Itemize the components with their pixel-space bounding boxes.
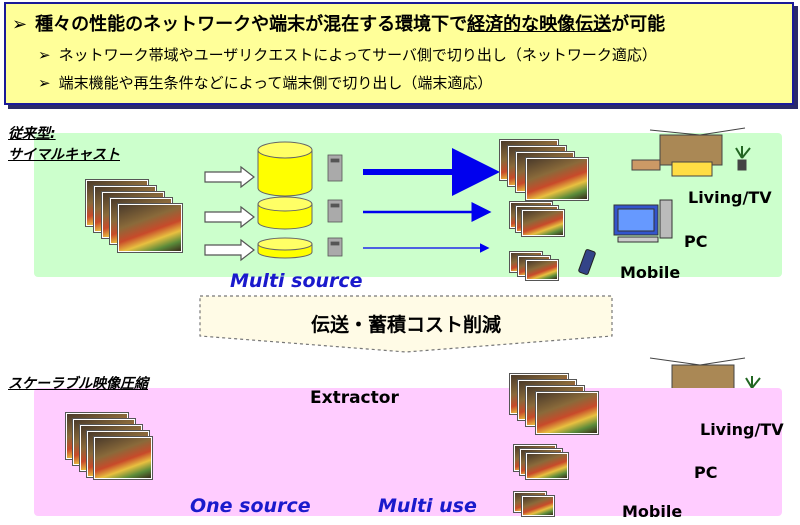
pc-label-bottom: PC <box>694 463 718 482</box>
mobile-label-bottom: Mobile <box>622 502 683 521</box>
pc-icon <box>613 199 673 243</box>
header-bullet-1: ➢ ネットワーク帯域やユーザリクエストによってサーバ側で切り出し（ネットワーク適応… <box>38 44 657 65</box>
tv-label-top: Living/TV <box>688 188 772 207</box>
arrow-bullet-icon: ➢ <box>12 14 28 35</box>
multi-source-label: Multi source <box>230 270 363 292</box>
video-frame-icon <box>118 204 182 252</box>
header-box <box>4 2 794 105</box>
header-main-underline: 経済的な映像伝送 <box>467 14 612 35</box>
header-bullet-2-text: 端末機能や再生条件などによって端末側で切り出し（端末適応） <box>58 74 493 92</box>
pc-label-top: PC <box>684 232 708 251</box>
cylinder-icon <box>257 141 313 259</box>
header-bullet-2: ➢ 端末機能や再生条件などによって端末側で切り出し（端末適応） <box>38 72 492 93</box>
conventional-title-2: サイマルキャスト <box>8 147 120 163</box>
header-bullet-1-text: ネットワーク帯域やユーザリクエストによってサーバ側で切り出し（ネットワーク適応） <box>58 46 657 64</box>
cost-reduction-text: 伝送・蓄積コスト削減 <box>310 314 501 336</box>
scalable-title: スケーラブル映像圧縮 <box>8 376 148 392</box>
conventional-title-1: 従来型: <box>8 126 56 142</box>
blue-arrows-top <box>363 148 500 253</box>
scalable-panel <box>34 388 782 516</box>
header-main-text: ➢ 種々の性能のネットワークや端末が混在する環境下で経済的な映像伝送が可能 <box>12 10 665 36</box>
mobile-label-top: Mobile <box>620 263 681 282</box>
grey-arrows-top <box>204 165 255 262</box>
video-frame-icon <box>94 437 152 479</box>
video-frame-icon <box>522 210 564 236</box>
video-frame-icon <box>526 260 558 280</box>
tv-label-bottom: Living/TV <box>700 420 784 439</box>
arrow-bullet-icon: ➢ <box>38 74 51 92</box>
header-main-post: が可能 <box>611 14 666 35</box>
multi-use-label: Multi use <box>378 495 477 517</box>
arrow-bullet-icon: ➢ <box>38 46 51 64</box>
extractor-label: Extractor <box>310 388 399 408</box>
one-source-label: One source <box>190 495 311 517</box>
video-frame-icon <box>526 158 588 200</box>
header-main-pre: 種々の性能のネットワークや端末が混在する環境下で <box>35 14 468 35</box>
video-frame-icon <box>526 453 568 479</box>
cost-reduction-box <box>199 295 613 353</box>
tv-icon <box>631 127 751 177</box>
video-frame-icon <box>522 496 554 516</box>
video-frame-icon <box>536 392 598 434</box>
server-icon <box>327 154 343 257</box>
